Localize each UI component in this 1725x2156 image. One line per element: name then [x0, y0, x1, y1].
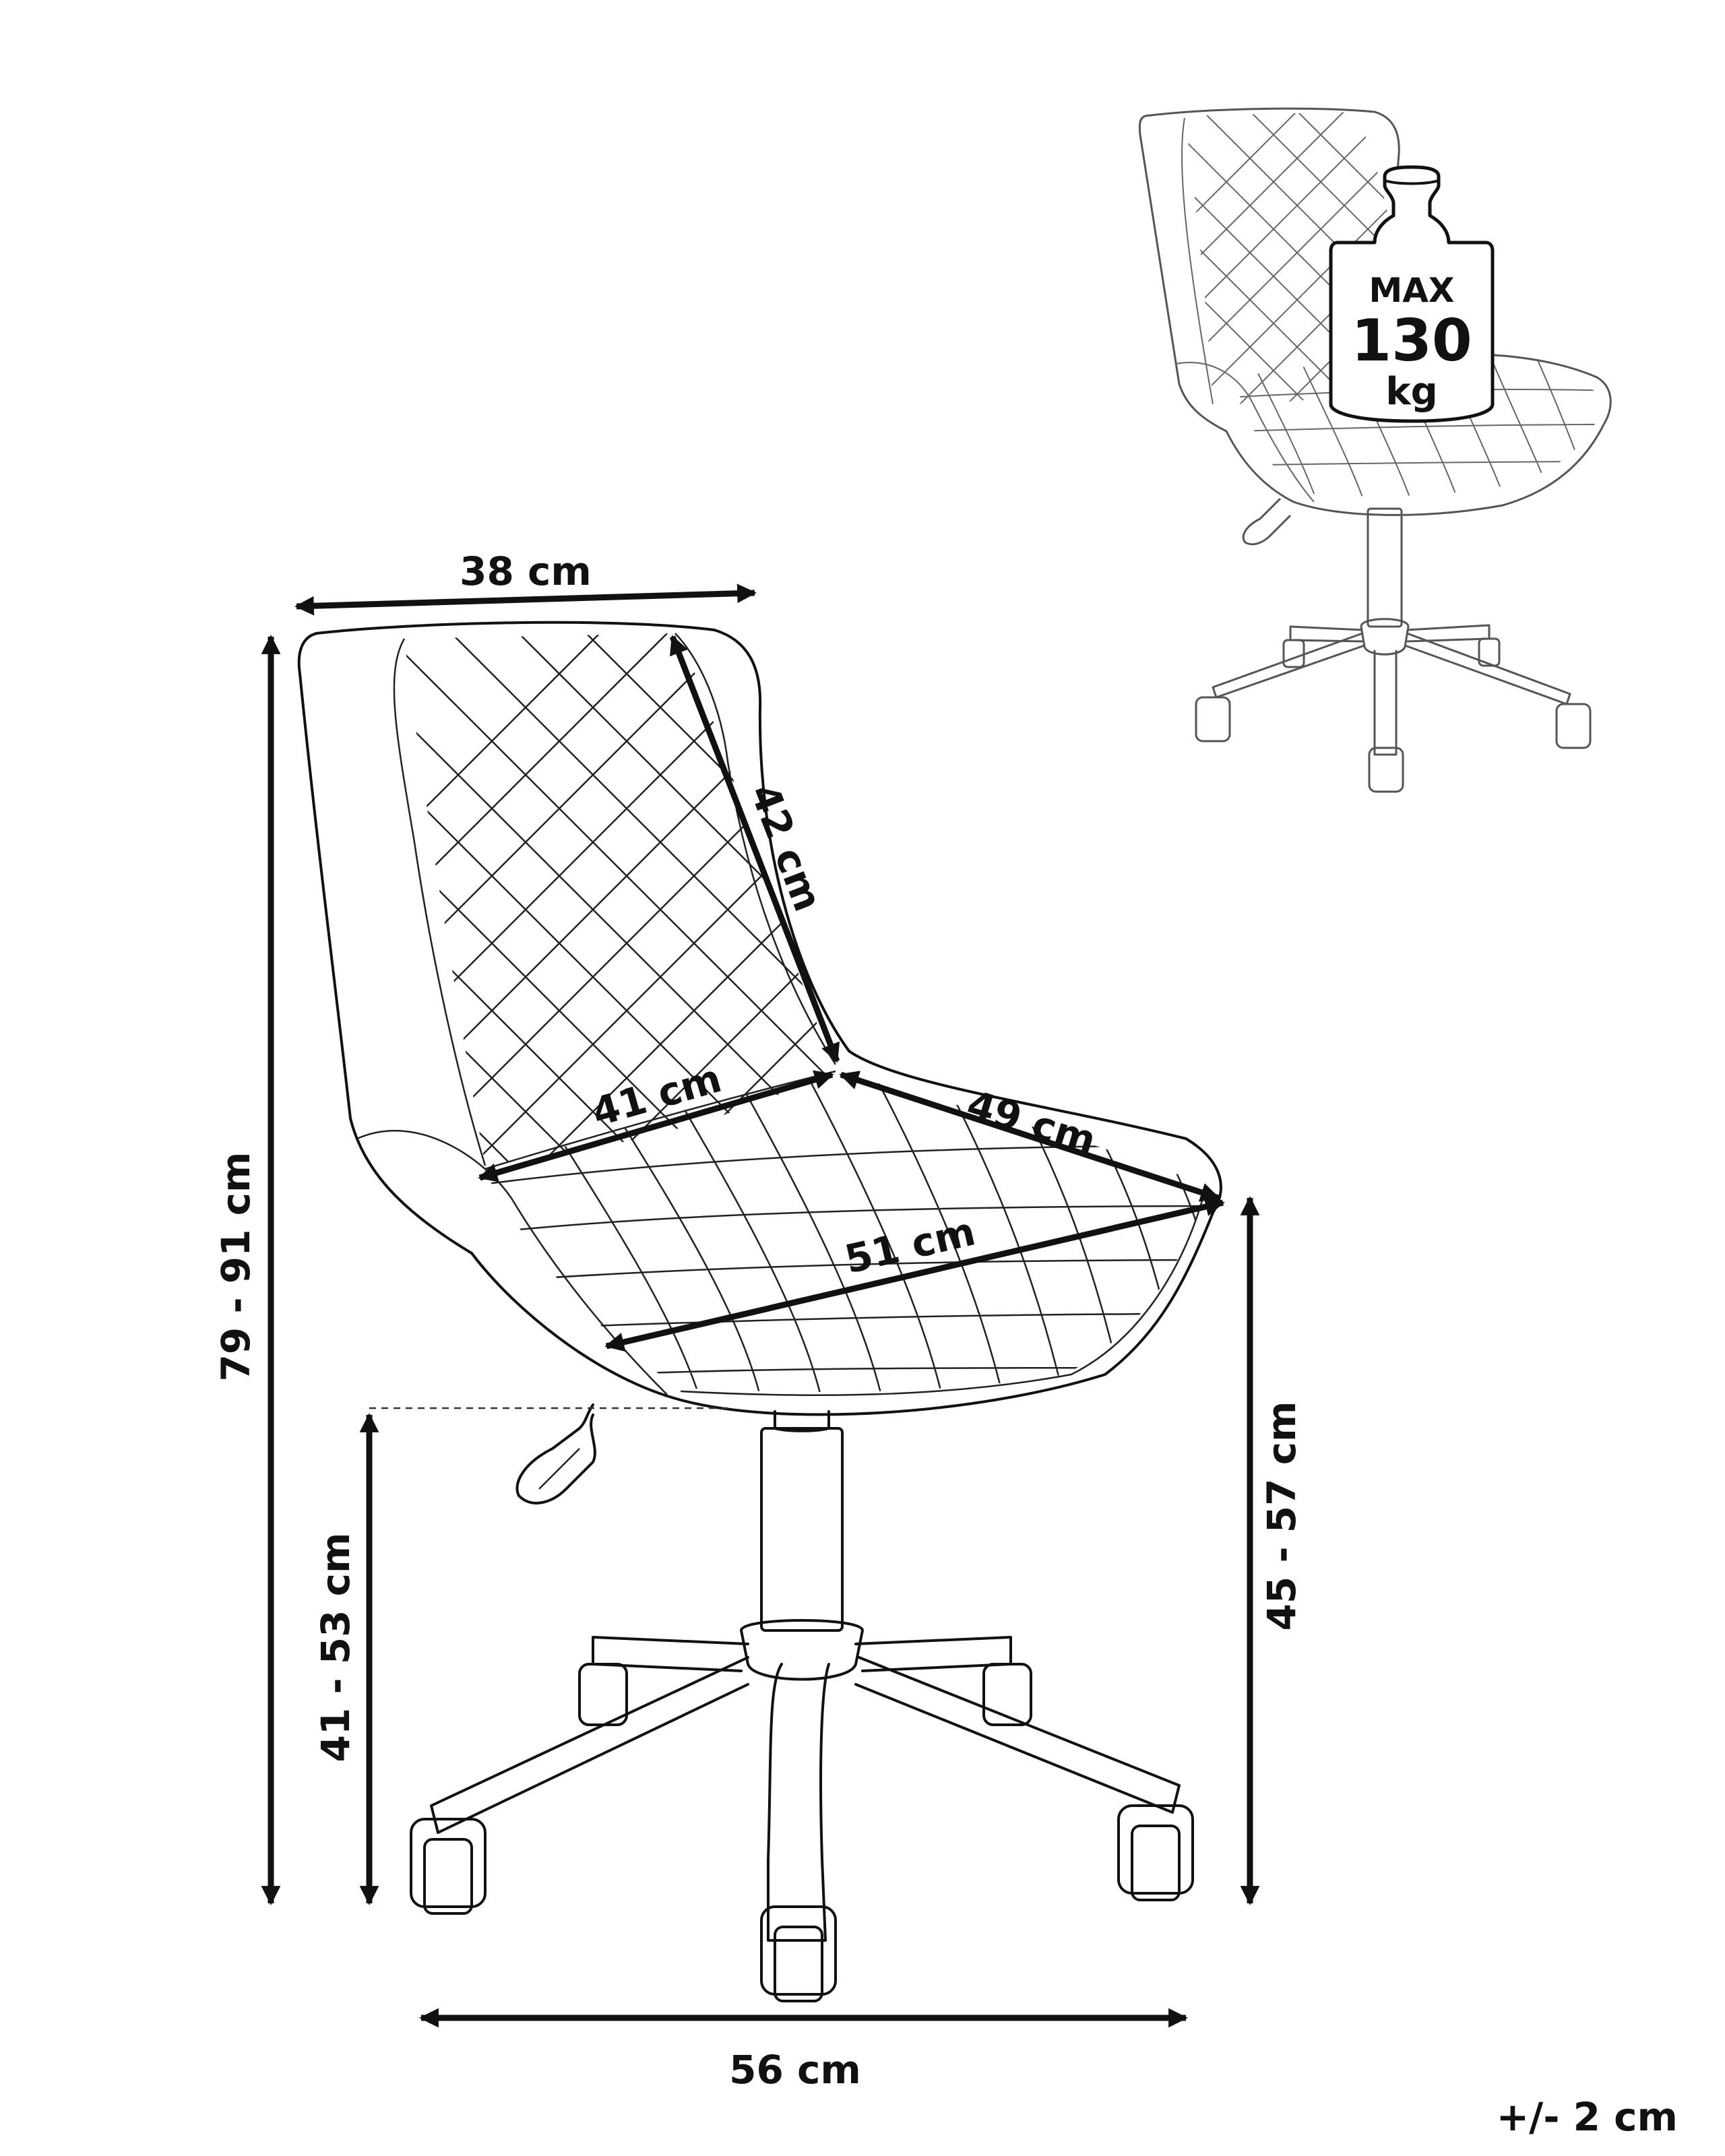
arrow-backrest-height	[669, 635, 840, 1063]
gas-lift-column	[760, 1427, 844, 1632]
badge-weight-value: 130	[1351, 307, 1472, 375]
small-caster-right-back	[1478, 637, 1501, 667]
small-leg-right	[1404, 632, 1571, 705]
base-leg-left-front	[430, 1656, 749, 1834]
base-leg-right-front	[854, 1656, 1181, 1814]
label-back-width: 38 cm	[460, 548, 592, 594]
small-leg-right-back	[1406, 624, 1491, 643]
small-gas-lift	[1367, 507, 1403, 628]
arrow-seat-width	[604, 1197, 1225, 1352]
label-seat-height-top: 45 - 57 cm	[1259, 1401, 1305, 1631]
arrow-seat-width-diag	[839, 1071, 1220, 1202]
base-leg-left-back	[592, 1636, 749, 1672]
dimension-arrows	[261, 583, 1260, 2028]
base-leg-right-back	[854, 1636, 1012, 1672]
weight-icon	[1329, 165, 1495, 423]
small-caster-front	[1368, 747, 1404, 793]
small-lever	[1242, 497, 1292, 546]
label-tolerance: +/- 2 cm	[1497, 2094, 1678, 2140]
arrow-seat-depth	[478, 1070, 834, 1182]
label-seat-height-floor: 41 - 53 cm	[313, 1533, 358, 1763]
small-leg-front	[1373, 650, 1398, 756]
small-backrest-outline	[1138, 107, 1612, 516]
backrest-inner-seam	[393, 638, 487, 1166]
lever-highlight	[538, 1448, 580, 1490]
badge-max-label: MAX	[1369, 271, 1454, 310]
caster-right	[1117, 1804, 1194, 1901]
base-leg-front	[767, 1663, 830, 1942]
label-seat-width-diag: 49 cm	[962, 1081, 1101, 1164]
badge-unit: kg	[1385, 370, 1437, 414]
small-caster-right	[1555, 703, 1592, 749]
label-base-width: 56 cm	[729, 2047, 861, 2093]
label-seat-width: 51 cm	[840, 1208, 979, 1282]
small-base-hub	[1360, 618, 1410, 656]
weight-icon-rim	[1384, 179, 1439, 185]
small-seat-side	[1175, 362, 1315, 503]
base-hub	[740, 1619, 864, 1681]
max-weight-badge: MAX 130 kg	[1329, 165, 1495, 423]
caster-left-back	[578, 1663, 628, 1726]
caster-left	[410, 1818, 487, 1915]
backrest-outline	[297, 621, 1222, 1416]
small-caster-left-back	[1282, 639, 1305, 668]
main-chair-drawing	[297, 621, 1222, 2002]
caster-front	[760, 1905, 837, 2002]
caster-right-back	[982, 1663, 1032, 1726]
small-caster-left	[1195, 696, 1231, 742]
arrow-back-width	[294, 583, 757, 616]
small-back-seam	[1181, 117, 1214, 405]
small-leg-left-back	[1289, 625, 1363, 643]
label-total-height: 79 - 91 cm	[213, 1152, 259, 1382]
dimension-labels: 38 cm 42 cm 41 cm 49 cm 51 cm 79 - 91 cm…	[213, 548, 1678, 2140]
small-chair-drawing	[1138, 107, 1612, 793]
small-leg-left	[1212, 632, 1365, 699]
height-lever	[515, 1403, 596, 1504]
